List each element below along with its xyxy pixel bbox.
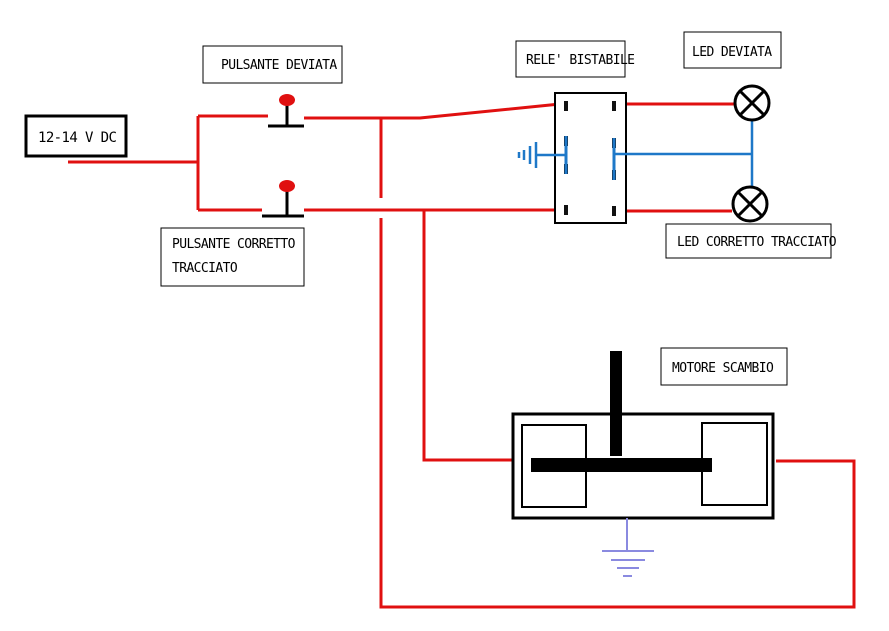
relay-ground-symbol <box>517 142 566 168</box>
label-led-corretto-text: LED CORRETTO TRACCIATO <box>677 235 837 250</box>
power-source-box <box>24 114 128 158</box>
ground-icon <box>602 518 654 577</box>
label-motor: MOTORE SCAMBIO <box>660 347 788 386</box>
label-relay-text: RELE' BISTABILE <box>526 53 634 68</box>
red-wires <box>68 102 856 609</box>
label-led-deviata-box <box>683 31 782 69</box>
blue-wires <box>614 120 754 186</box>
label-button-deviata-text: PULSANTE DEVIATA <box>221 58 337 73</box>
motor-lever <box>610 351 622 456</box>
button-corretto-cap <box>279 180 295 192</box>
led-deviata-lamp <box>733 84 771 122</box>
label-motor-box <box>660 347 788 386</box>
label-button-deviata-box <box>202 45 343 84</box>
bistable-relay <box>554 92 627 224</box>
push-button-corretto <box>262 180 304 218</box>
push-button-deviata <box>268 94 304 128</box>
label-motor-text: MOTORE SCAMBIO <box>672 361 774 376</box>
label-relay: RELE' BISTABILE <box>515 40 635 78</box>
switch-motor <box>511 351 775 520</box>
label-relay-box <box>515 40 626 78</box>
label-button-corretto-line1: PULSANTE CORRETTO <box>172 237 296 252</box>
power-source-label: 12-14 V DC <box>38 130 116 146</box>
label-led-deviata-text: LED DEVIATA <box>692 45 772 60</box>
label-button-corretto-box <box>160 227 305 287</box>
label-button-corretto: PULSANTE CORRETTO TRACCIATO <box>160 227 305 287</box>
wire-deviata-to-relay <box>304 102 561 120</box>
wire-common-lower <box>379 218 856 609</box>
label-led-corretto: LED CORRETTO TRACCIATO <box>665 223 837 259</box>
label-button-corretto-line2: TRACCIATO <box>172 261 238 276</box>
label-led-deviata: LED DEVIATA <box>683 31 782 69</box>
led-corretto-lamp <box>731 185 769 223</box>
power-source: 12-14 V DC <box>24 114 128 158</box>
label-led-corretto-box <box>665 223 832 259</box>
wire-motor-feed <box>422 210 514 462</box>
motor-plunger <box>531 458 712 472</box>
button-deviata-cap <box>279 94 295 106</box>
label-button-deviata: PULSANTE DEVIATA <box>202 45 343 84</box>
